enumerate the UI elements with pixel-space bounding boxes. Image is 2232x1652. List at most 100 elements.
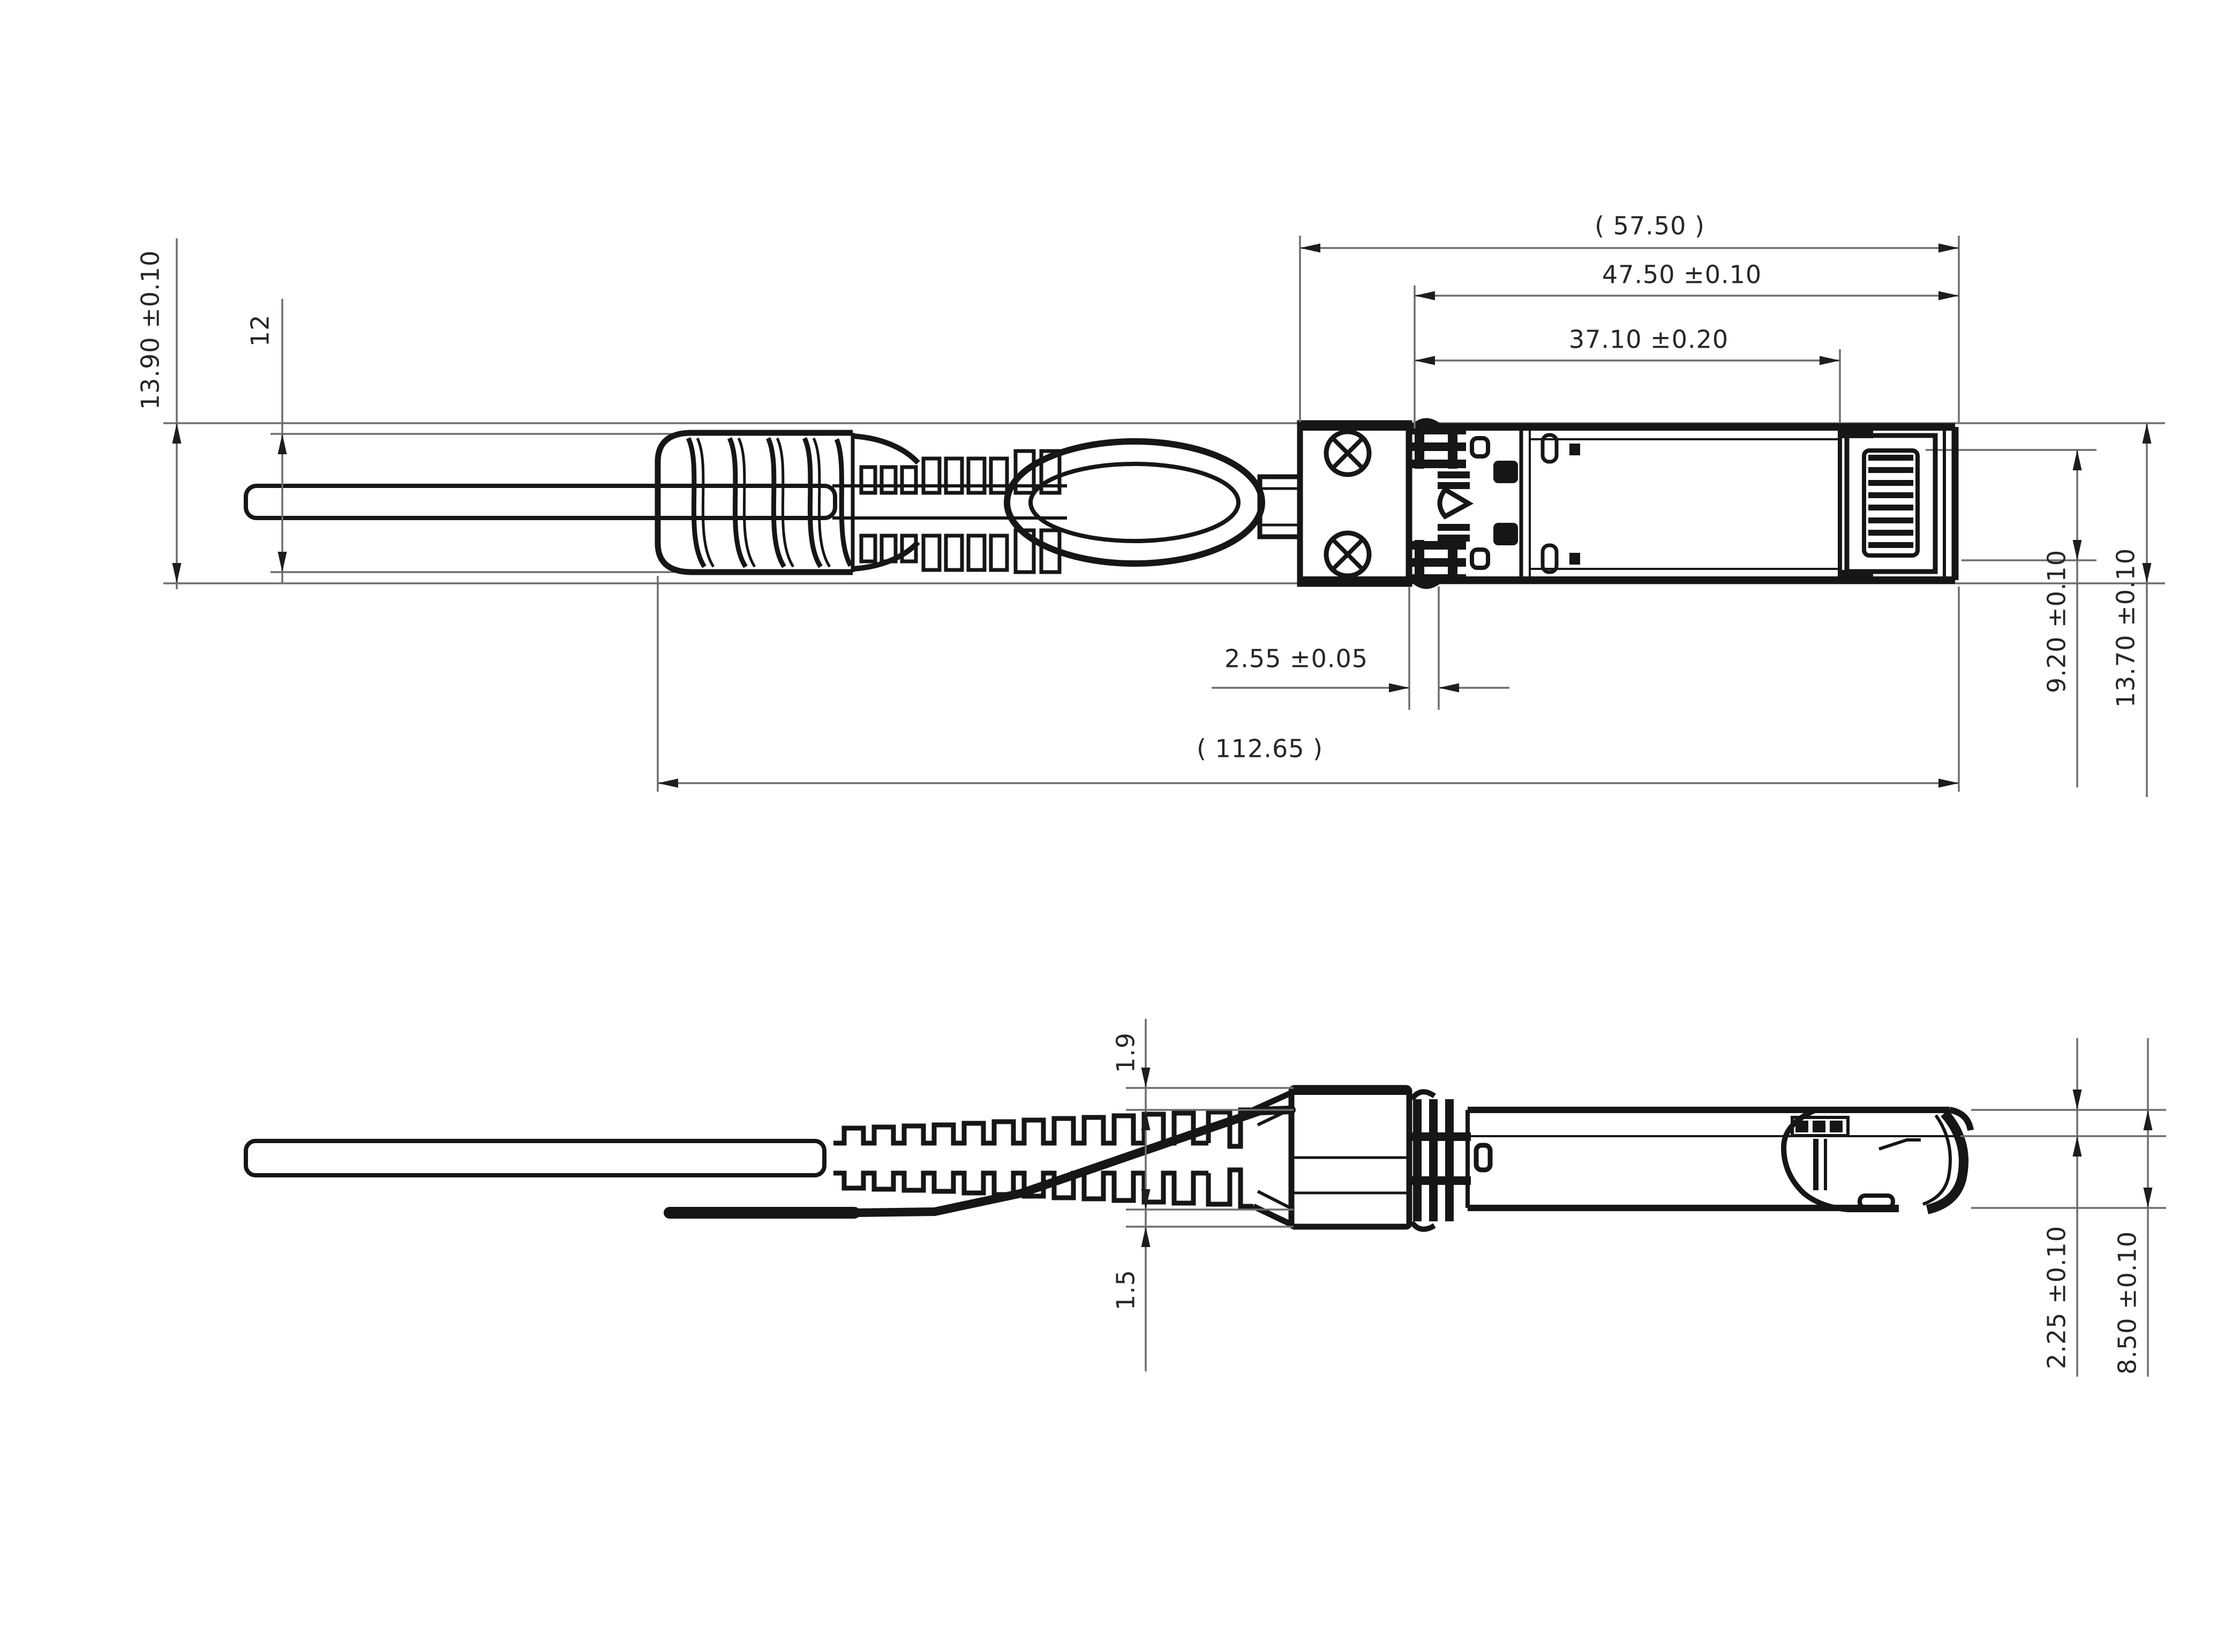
rib: [989, 534, 1009, 572]
boot-big-rib-bottom: [1206, 1167, 1253, 1209]
bail-block: [1795, 1121, 1808, 1132]
rib: [900, 534, 918, 564]
contact-bar: [1868, 480, 1913, 486]
screw-cross-2: [1332, 539, 1363, 570]
arrowhead: [2072, 540, 2082, 560]
rib: [859, 534, 877, 564]
contact-bar: [1868, 530, 1913, 536]
arrowhead: [1415, 356, 1435, 365]
rib: [921, 456, 942, 495]
rib: [921, 534, 942, 572]
cable-outline-side: [244, 1139, 826, 1177]
rib: [944, 534, 964, 572]
arrowhead: [1300, 243, 1320, 253]
collar-bar: [1445, 1099, 1454, 1221]
arrowhead: [658, 778, 678, 788]
fin-3b: [776, 437, 795, 568]
arrowhead: [1938, 243, 1959, 253]
contact-bar: [1868, 492, 1913, 498]
body-slot-bottom: [1540, 543, 1559, 574]
dim-label-insert: 37.10 ±0.20: [1569, 325, 1729, 354]
boot-neck-top: [852, 433, 920, 465]
rib: [966, 456, 987, 495]
arrowhead: [2143, 1110, 2153, 1130]
fin-3: [765, 437, 786, 568]
dimension-2-55: 2.55 ±0.05: [1212, 587, 1509, 710]
rib: [1013, 449, 1036, 495]
fin-2b: [737, 437, 756, 568]
body-dot-bottom: [1569, 553, 1580, 565]
bail-block-frame: [1791, 1116, 1850, 1137]
fin-4b: [812, 437, 831, 568]
latch-column: [1415, 426, 1424, 469]
latch-eyelet-bottom: [1470, 547, 1490, 570]
dimension-12: 12: [246, 299, 287, 584]
contact-bar: [1868, 455, 1913, 461]
dim-label-assembly-ref: ( 112.65 ): [1197, 734, 1323, 763]
dim-label-latch-height: 2.25 ±0.10: [2042, 1226, 2071, 1369]
arrowhead: [2143, 1188, 2153, 1208]
dim-label-width-overall: 13.90 ±0.10: [136, 250, 165, 410]
latch-bar: [1438, 524, 1470, 531]
fin-1b: [696, 437, 715, 568]
latch-foot-bottom: [1493, 523, 1518, 545]
cable-outline: [244, 484, 837, 520]
contact-bar: [1868, 542, 1913, 548]
arrowhead: [1141, 1068, 1151, 1088]
emi-plug: [1841, 427, 1959, 580]
dim-label-overall-ref: ( 57.50 ): [1595, 212, 1705, 241]
latch-lobe-bottom: [1411, 582, 1442, 589]
pull-tab-oval-inner: [1028, 462, 1241, 543]
arrowhead: [172, 423, 182, 444]
contact-block-frame: [1862, 448, 1920, 558]
dim-label-width-conn: 13.70 ±0.10: [2111, 548, 2140, 708]
bail-crescent: [1926, 1110, 1968, 1214]
dim-label-bottom-gap: 1.5: [1111, 1270, 1140, 1310]
fin-1: [686, 437, 707, 568]
arrowhead: [1938, 291, 1959, 301]
boot-corrugation-top: [833, 1110, 1208, 1146]
screw-bottom: [1324, 530, 1372, 579]
screw-head: [1324, 429, 1372, 477]
boot-fins: [686, 437, 853, 568]
latch-lobe-top: [1411, 418, 1442, 425]
arrowhead: [2072, 450, 2082, 470]
arrowhead: [1938, 778, 1959, 788]
collar-side: [1409, 1089, 1471, 1232]
plug-inner-frame: [1844, 433, 1938, 574]
dim-label-latch: 2.55 ±0.05: [1224, 644, 1368, 673]
arrowhead: [277, 434, 287, 454]
rib: [880, 534, 898, 564]
fin-4: [802, 437, 823, 568]
collar-band: [1409, 1132, 1471, 1141]
arrowhead: [1820, 356, 1840, 365]
dimension-1-5: 1.5: [1111, 1189, 1151, 1310]
body-dot-top: [1569, 444, 1580, 455]
bail-notch-line: [1878, 1138, 1921, 1151]
dimension-13-70: 13.70 ±0.10: [2111, 423, 2152, 797]
collar-hook-bottom: [1409, 1220, 1436, 1232]
latch-eyelet-top: [1470, 436, 1490, 459]
latch-bar: [1438, 535, 1470, 542]
latch-bar: [1438, 482, 1470, 489]
arrowhead: [2072, 1136, 2082, 1157]
arrowhead: [2142, 423, 2152, 444]
plug-brace-bottom: [1841, 570, 1873, 580]
boot-stub: [1257, 474, 1303, 539]
arrowhead: [1415, 291, 1435, 301]
latch-column: [1415, 540, 1424, 583]
dim-label-width-plug: 9.20 ±0.10: [2042, 550, 2071, 693]
latch-column: [1448, 540, 1457, 583]
latch-assembly: [1406, 418, 1518, 589]
collar-hook-top: [1409, 1089, 1436, 1101]
dim-label-width-boot: 12: [246, 314, 275, 347]
rib: [1039, 449, 1062, 495]
top-view: ( 57.50 ) 47.50 ±0.10 37.10 ±0.20 2.55 ±…: [136, 212, 2165, 797]
dimension-47-50: 47.50 ±0.10: [1414, 260, 1959, 429]
rib: [859, 465, 877, 495]
screw-top: [1324, 429, 1372, 477]
bail-latch-side: [1780, 1107, 1968, 1214]
dimension-112-65: ( 112.65 ): [657, 576, 1960, 792]
fin-2: [727, 437, 748, 568]
